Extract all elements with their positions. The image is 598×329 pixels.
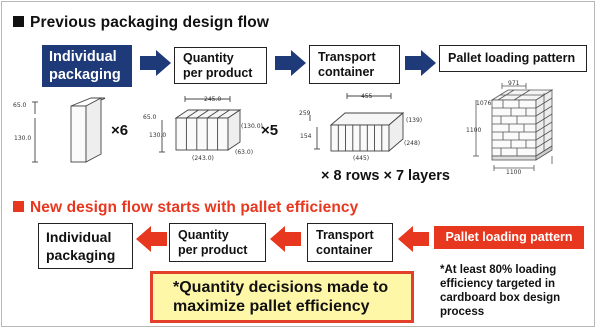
dim-label: 130.0 [149,132,166,139]
arrow-right-icon [275,50,306,76]
dim-label: 65.0 [143,114,157,121]
step-label-line1: Individual [49,49,117,65]
pallet-stack-drawing: 971 1076 1100 1100 [466,80,554,176]
arrow-left-icon [398,226,429,252]
step-pallet-loading-pattern: Pallet loading pattern [439,45,587,72]
arrow-right-icon [405,50,436,76]
black-square-icon [13,16,24,27]
dim-label: (243.0) [192,155,214,162]
step-label-line2: packaging [46,247,116,263]
multiplier-label: ×6 [111,122,129,139]
note-line: process [440,306,485,318]
rows-layers-label: × 8 rows × 7 layers [321,168,450,184]
note-line: *At least 80% loading [440,264,557,276]
dim-label: (130.0) [241,123,263,130]
callout-line2: maximize pallet efficiency [173,298,370,315]
step-label-line1: Individual [46,229,112,245]
dim-label: 1100 [466,127,481,134]
note-line: efficiency targeted in [440,278,556,290]
step-label-line2: container [316,242,373,257]
dim-label: 245.0 [204,96,221,103]
dim-label: 259 [299,110,311,117]
dim-label: 1076 [476,100,491,107]
callout-line1: *Quantity decisions made to [173,279,389,296]
dim-label: 455 [361,93,373,100]
step-quantity-per-product: Quantity per product [174,47,267,84]
step-label-line2: per product [183,65,253,80]
dim-label: 154 [300,133,312,140]
product-bundle-drawing: 245.0 65.0 130.0 (130.0) (243.0) (63.0) [143,96,263,162]
step-label-line1: Quantity [178,227,229,242]
arrow-right-icon [140,50,171,76]
step-label-line1: Pallet loading pattern [445,230,573,244]
individual-package-drawing: 65.0 130.0 [13,97,105,163]
dim-label: 65.0 [13,102,27,109]
dim-label: 1100 [506,169,521,176]
step-label-line1: Transport [316,227,374,242]
heading-previous-text: Previous packaging design flow [30,14,269,31]
heading-previous-flow: Previous packaging design flow [13,14,269,32]
step-label-line2: packaging [49,67,121,83]
step-transport-container-new: Transport container [307,223,393,262]
callout-quantity-decisions: *Quantity decisions made to maximize pal… [150,271,414,323]
multiplier-label: ×5 [261,122,279,139]
dim-label: 130.0 [14,135,31,142]
step-individual-packaging: Individual packaging [42,45,132,87]
loading-efficiency-note: *At least 80% loading efficiency targete… [440,263,560,319]
note-line: cardboard box design [440,292,561,304]
arrow-left-icon [270,226,301,252]
step-transport-container: Transport container [309,45,400,84]
step-label-line1: Pallet loading pattern [448,51,576,65]
dim-label: (445) [353,155,369,162]
dim-label: (63.0) [235,149,253,156]
step-label-line2: container [318,64,375,79]
step-label-line2: per product [178,242,248,257]
step-pallet-loading-pattern-new: Pallet loading pattern [434,226,584,249]
transport-container-drawing: 455 259 154 (139) (248) (445) [299,93,422,162]
dim-label: (248) [404,140,420,147]
step-label-line1: Transport [318,49,376,64]
dim-label: 971 [508,80,520,87]
step-label-line1: Quantity [183,50,234,65]
step-individual-packaging-new: Individual packaging [38,223,133,269]
arrow-left-icon [136,226,167,252]
heading-new-flow: New design flow starts with pallet effic… [13,199,358,217]
red-square-icon [13,201,24,212]
heading-new-text: New design flow starts with pallet effic… [30,199,359,216]
step-quantity-per-product-new: Quantity per product [169,223,266,262]
dim-label: (139) [406,117,422,124]
